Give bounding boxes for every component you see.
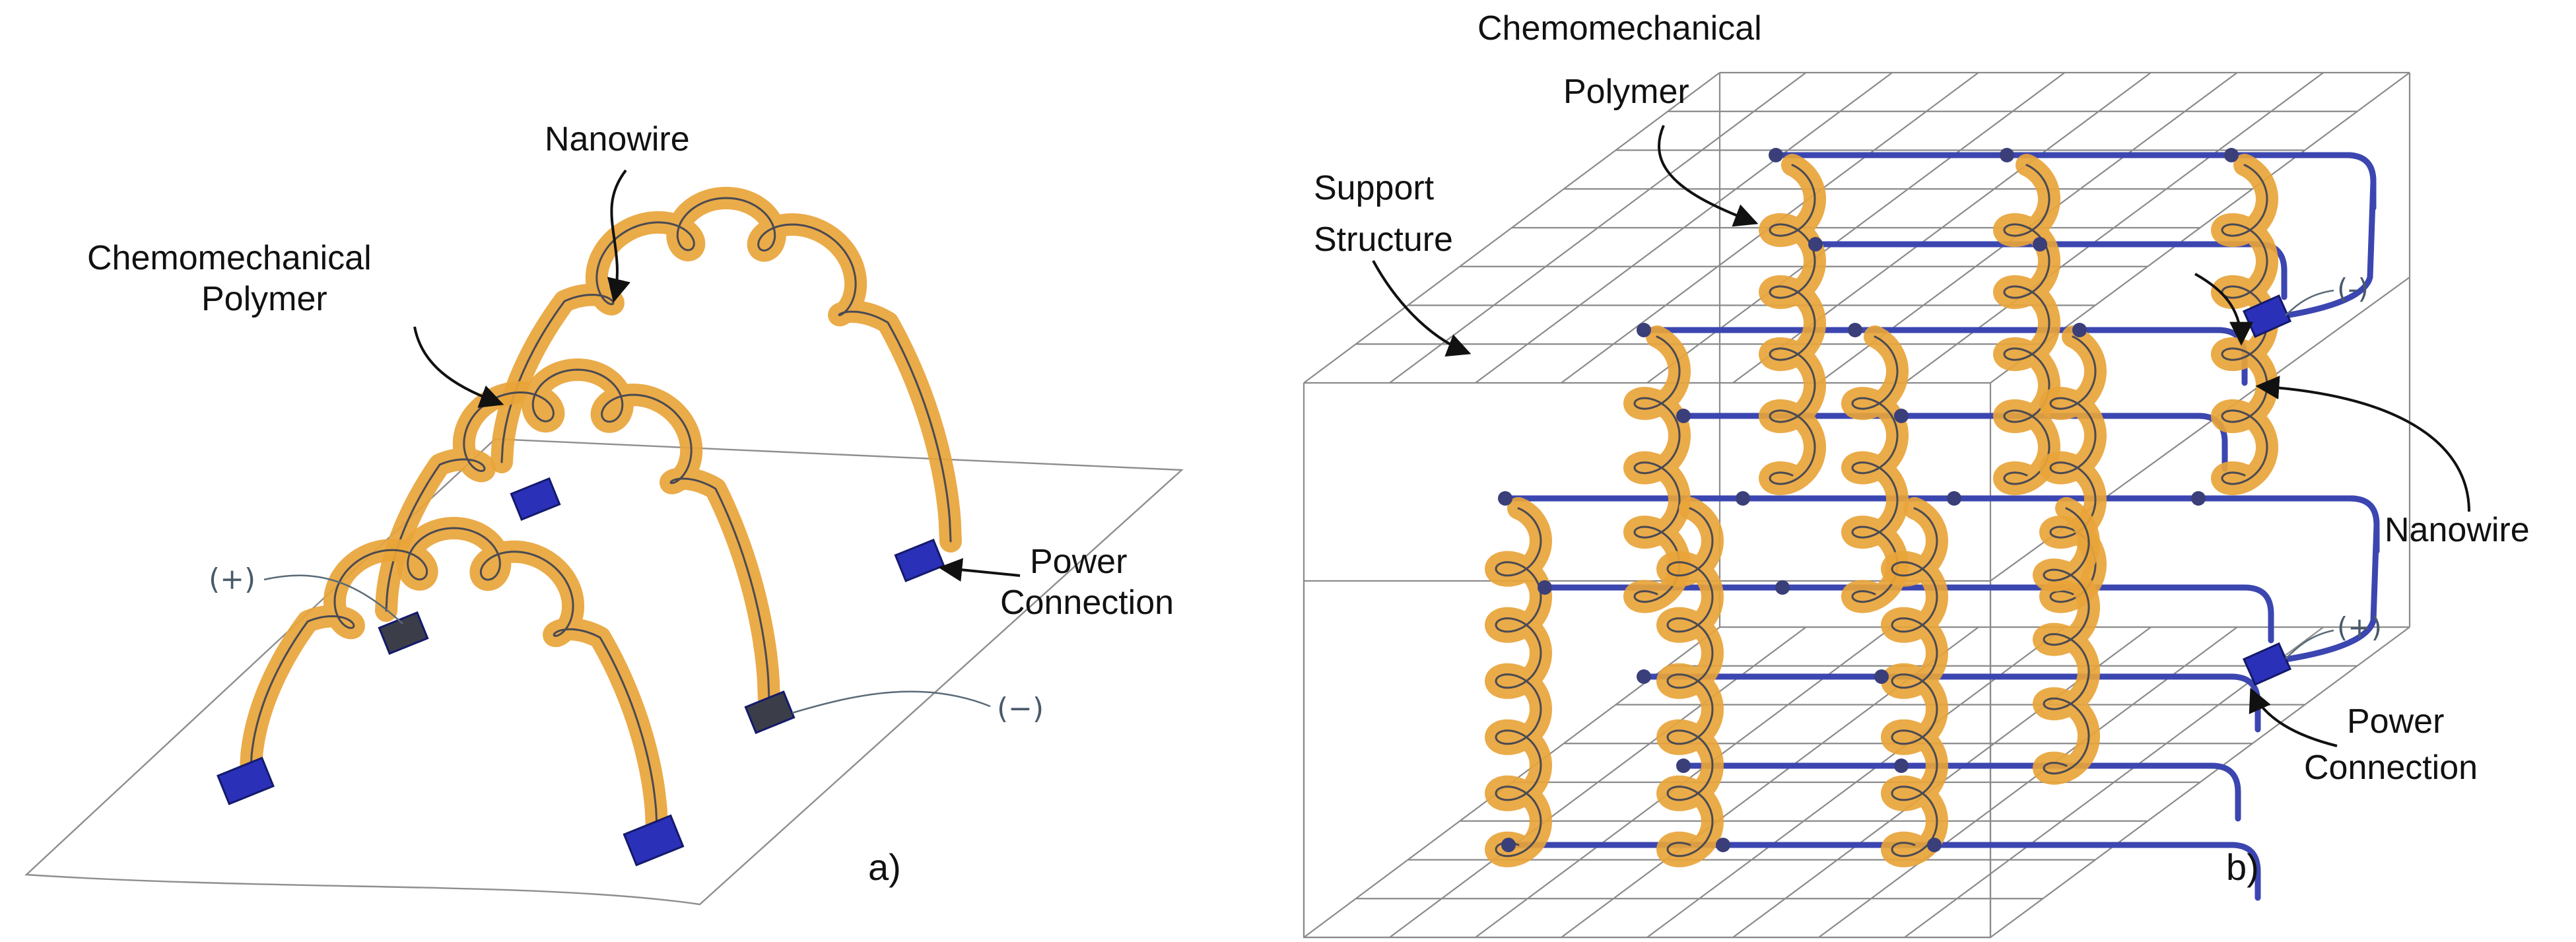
nanowire-collector bbox=[2274, 152, 2377, 320]
minus-mark-a: (−) bbox=[997, 692, 1044, 725]
plus-leader-b bbox=[2285, 629, 2334, 659]
plus-mark-a: (+) bbox=[209, 562, 255, 596]
panel-label-b: b) bbox=[2226, 846, 2259, 888]
nanowire-core bbox=[2043, 507, 2090, 775]
wire-node bbox=[2224, 148, 2239, 162]
polymer-arrow-b bbox=[1658, 125, 1759, 227]
power-label-a-line1: Power bbox=[1030, 543, 1127, 581]
nanowire-label-b: Nanowire bbox=[2385, 511, 2530, 549]
polymer-coil-arc bbox=[240, 517, 668, 840]
plus-mark-b: (+) bbox=[2337, 611, 2382, 644]
nanowire-core bbox=[500, 197, 952, 543]
electrode-pad bbox=[217, 757, 275, 805]
nanowire-run bbox=[1680, 762, 2241, 822]
power-label-a-line2: Connection bbox=[1000, 584, 1174, 622]
support-label-line1: Support bbox=[1314, 169, 1435, 207]
wire-node bbox=[2072, 323, 2087, 337]
wire-nodes-b bbox=[1498, 148, 2239, 852]
nanowire-core bbox=[1769, 164, 1816, 485]
electrode-pad-plus bbox=[2242, 642, 2292, 686]
wire-node bbox=[1808, 237, 1823, 252]
wire-node bbox=[1894, 758, 1909, 773]
polymer-coils-b bbox=[1485, 154, 2278, 867]
panel-a: Nanowire Chemomechanical Polymer Power C… bbox=[24, 120, 1184, 906]
wire-node bbox=[2033, 237, 2047, 252]
polymer-label-b-line2: Polymer bbox=[1563, 73, 1689, 111]
polymer-label-a-line1: Chemomechanical bbox=[87, 239, 372, 277]
wire-node bbox=[1947, 491, 1961, 506]
wire-node bbox=[2000, 148, 2014, 162]
nanowire-arrow-b2 bbox=[2194, 273, 2253, 346]
nanowire-label-a: Nanowire bbox=[545, 120, 690, 158]
wire-node bbox=[1538, 580, 1552, 595]
panel-label-a: a) bbox=[868, 846, 901, 888]
power-arrow-b bbox=[2249, 687, 2338, 747]
nanowire-arrow-a bbox=[607, 169, 630, 303]
nanowire-runs-b bbox=[1502, 152, 2380, 901]
wire-node bbox=[1874, 669, 1889, 684]
power-arrow-a bbox=[938, 558, 1021, 582]
wire-node bbox=[1848, 323, 1862, 337]
electrode-pad bbox=[510, 477, 561, 521]
wire-node bbox=[1736, 491, 1750, 506]
nanowire-arrow-b bbox=[2255, 376, 2470, 512]
wire-node bbox=[1637, 669, 1651, 684]
polymer-label-a-line2: Polymer bbox=[201, 280, 327, 318]
wire-node bbox=[1927, 838, 1942, 852]
electrode-pads-a bbox=[217, 477, 945, 867]
nanowire-core bbox=[2221, 164, 2268, 485]
nanowire-run bbox=[1641, 327, 2248, 386]
support-arrow bbox=[1372, 260, 1472, 357]
minus-leader-b bbox=[2285, 289, 2334, 316]
electrode-pad bbox=[894, 538, 945, 583]
nanowire-run bbox=[1773, 152, 2377, 211]
substrate-sheet bbox=[24, 438, 1184, 906]
polymer-coil-vertical bbox=[1759, 154, 1826, 496]
nanowire-collector bbox=[2278, 495, 2380, 663]
wire-node bbox=[1676, 409, 1691, 423]
polymer-label-b-line1: Chemomechanical bbox=[1477, 9, 1762, 48]
wire-node bbox=[1775, 580, 1790, 595]
minus-mark-b: (-) bbox=[2337, 273, 2369, 305]
wire-node bbox=[1769, 148, 1783, 162]
nanowire-core bbox=[385, 368, 770, 701]
wire-node bbox=[1716, 838, 1730, 852]
nanowire-run bbox=[1641, 673, 2261, 733]
polymer-coils-a bbox=[240, 187, 962, 840]
nanowire-core bbox=[1495, 507, 1542, 858]
polymer-arrow-a bbox=[413, 326, 504, 408]
nanowire-core bbox=[2049, 335, 2097, 603]
nanowire-run bbox=[1542, 584, 2274, 644]
polymer-coil-vertical bbox=[1993, 154, 2060, 496]
wire-node bbox=[1894, 409, 1909, 423]
power-label-b-line1: Power bbox=[2347, 702, 2444, 741]
nanowire-run bbox=[1505, 842, 2261, 901]
electrode-pad bbox=[744, 690, 796, 735]
electrode-pad bbox=[623, 814, 685, 867]
wire-node bbox=[1637, 323, 1651, 337]
wire-node bbox=[1676, 758, 1691, 773]
wire-node bbox=[2191, 491, 2206, 506]
minus-leader-a bbox=[792, 690, 991, 714]
support-label-line2: Structure bbox=[1314, 220, 1453, 259]
nanowire-core bbox=[2003, 164, 2051, 485]
panel-b: Chemomechanical Polymer Support Structur… bbox=[1303, 9, 2530, 939]
plus-leader-a bbox=[263, 574, 403, 624]
nanowire-core bbox=[1666, 507, 1714, 858]
wire-node bbox=[1498, 491, 1512, 506]
nanowire-core bbox=[1891, 507, 1938, 858]
support-structure-grid bbox=[1303, 71, 2411, 939]
power-label-b-line2: Connection bbox=[2304, 749, 2478, 787]
nanowire-core bbox=[250, 527, 658, 830]
wire-node bbox=[1501, 838, 1516, 852]
